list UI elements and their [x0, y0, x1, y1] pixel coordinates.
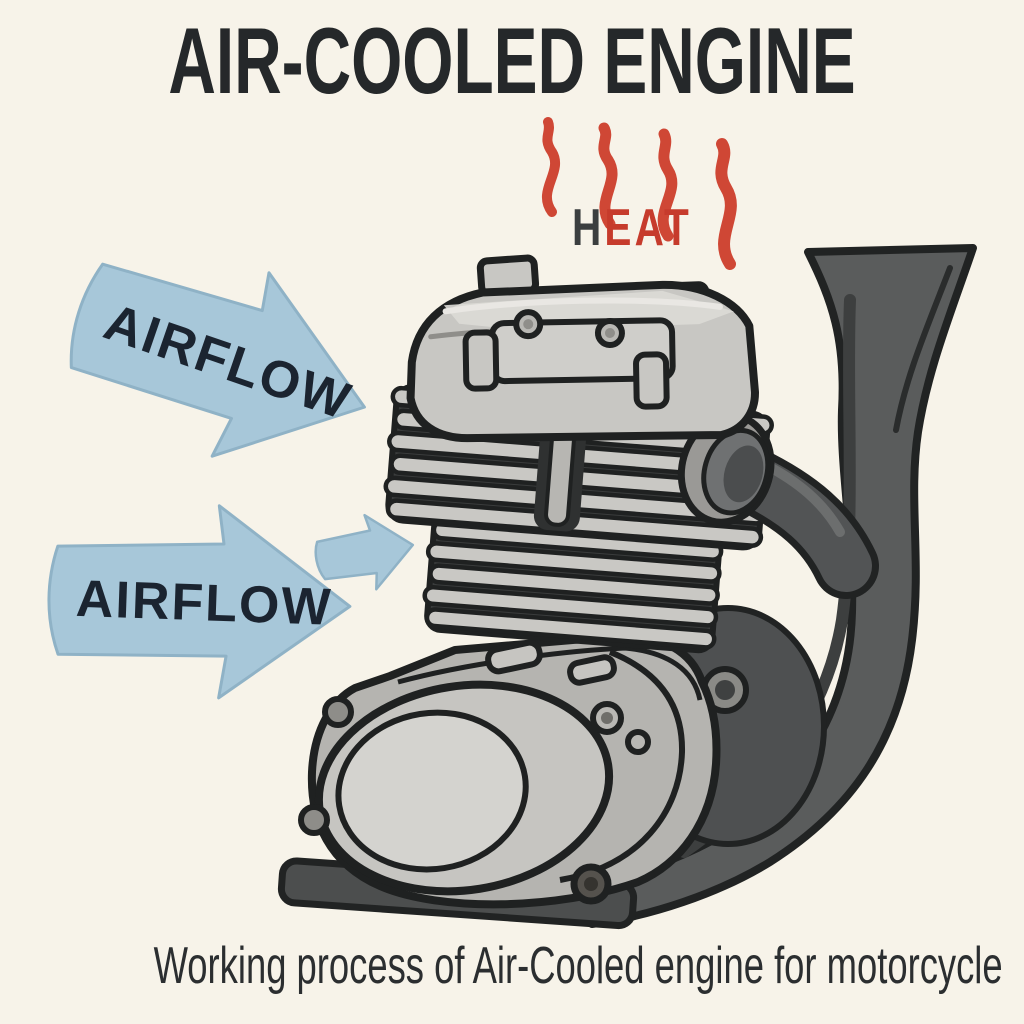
heat-letter-h: H [572, 198, 604, 256]
page-title: AIR-COOLED ENGINE [168, 8, 856, 113]
heat-letters-eat: EAT [604, 198, 691, 256]
heat-label: HEAT [572, 198, 692, 256]
caption-text: Working process of Air-Cooled engine for… [153, 937, 1003, 995]
heat-wave-icon [542, 117, 561, 217]
exhaust-port-collar [677, 412, 775, 526]
heat-wave-icon [657, 128, 678, 242]
crankcase [298, 631, 721, 909]
crankcase-cover [314, 680, 614, 896]
airflow-arrow-small [314, 513, 415, 591]
airflow-arrow-bottom: AIRFLOW [47, 504, 352, 700]
heat-wave-icon [715, 138, 737, 270]
engine-illustration [277, 244, 977, 930]
valve-cover [406, 254, 759, 443]
heat-waves [542, 117, 737, 270]
airflow-label-bottom: AIRFLOW [75, 570, 333, 637]
crankcase-bolts [298, 696, 651, 905]
svg-text:HEAT: HEAT [572, 198, 692, 256]
heat-wave-icon [598, 122, 618, 230]
airflow-arrow-top: AIRFLOW [69, 262, 366, 458]
airflow-arrows: AIRFLOW AIRFLOW [47, 262, 415, 700]
